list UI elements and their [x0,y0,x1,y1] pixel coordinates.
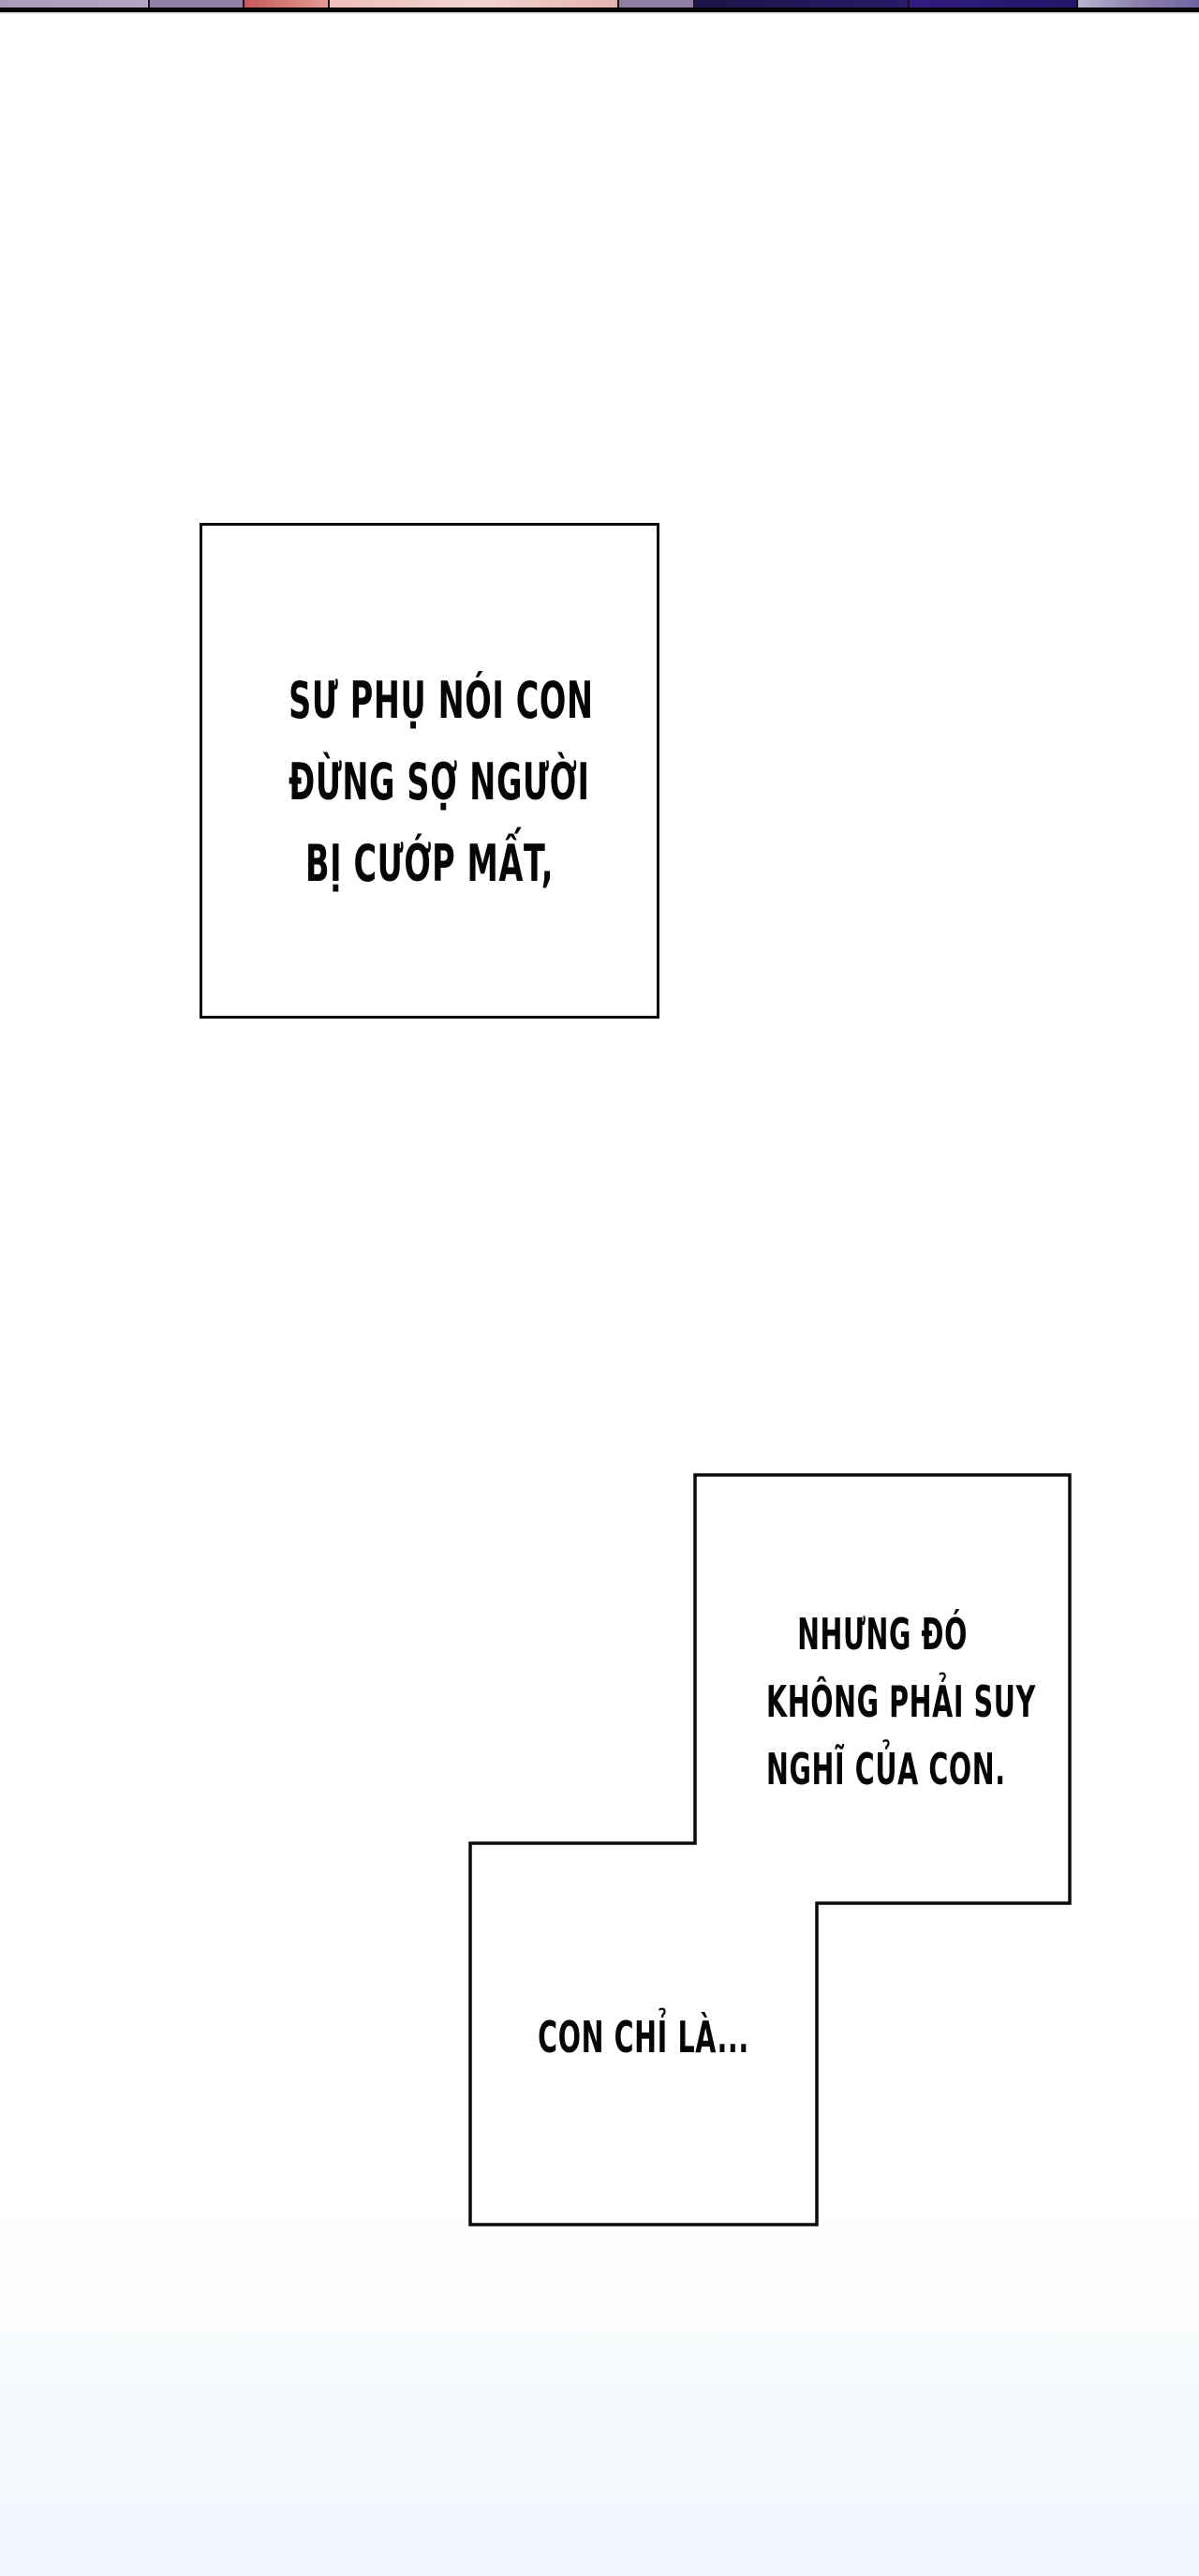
caption-line: SƯ PHỤ NÓI CON [289,671,594,730]
caption-text-1: SƯ PHỤ NÓI CON ĐỪNG SỢ NGƯỜI BỊ CƯỚP MẤT… [289,660,594,904]
panel-border-shadow [0,12,1199,14]
caption-line: NGHĨ CỦA CON. [766,1744,1006,1794]
art-segment [0,0,149,8]
caption-line: NHƯNG ĐÓ [797,1609,968,1660]
caption-box-1: SƯ PHỤ NÓI CON ĐỪNG SỢ NGƯỜI BỊ CƯỚP MẤT… [200,523,659,1019]
art-segment [908,0,1077,8]
caption-text-3: CON CHỈ LÀ... [536,2009,750,2065]
art-segment [148,0,244,8]
stepped-caption-group: NHƯNG ĐÓ KHÔNG PHẢI SUY NGHĨ CỦA CON. CO… [468,1473,1073,2228]
caption-line: BỊ CƯỚP MẤT, [304,834,555,893]
stepped-caption-outline [468,1473,1072,2226]
art-segment [1076,0,1199,8]
caption-line: KHÔNG PHẢI SUY [766,1676,1036,1727]
top-artwork-strip [0,0,1199,8]
art-segment [692,0,909,8]
art-segment [328,0,617,8]
caption-line: CON CHỈ LÀ... [538,2012,749,2062]
caption-text-2: NHƯNG ĐÓ KHÔNG PHẢI SUY NGHĨ CỦA CON. [766,1601,1036,1803]
art-segment [243,0,329,8]
panel-border [0,7,1199,12]
caption-line: ĐỪNG SỢ NGƯỜI [289,752,590,812]
art-segment [616,0,693,8]
